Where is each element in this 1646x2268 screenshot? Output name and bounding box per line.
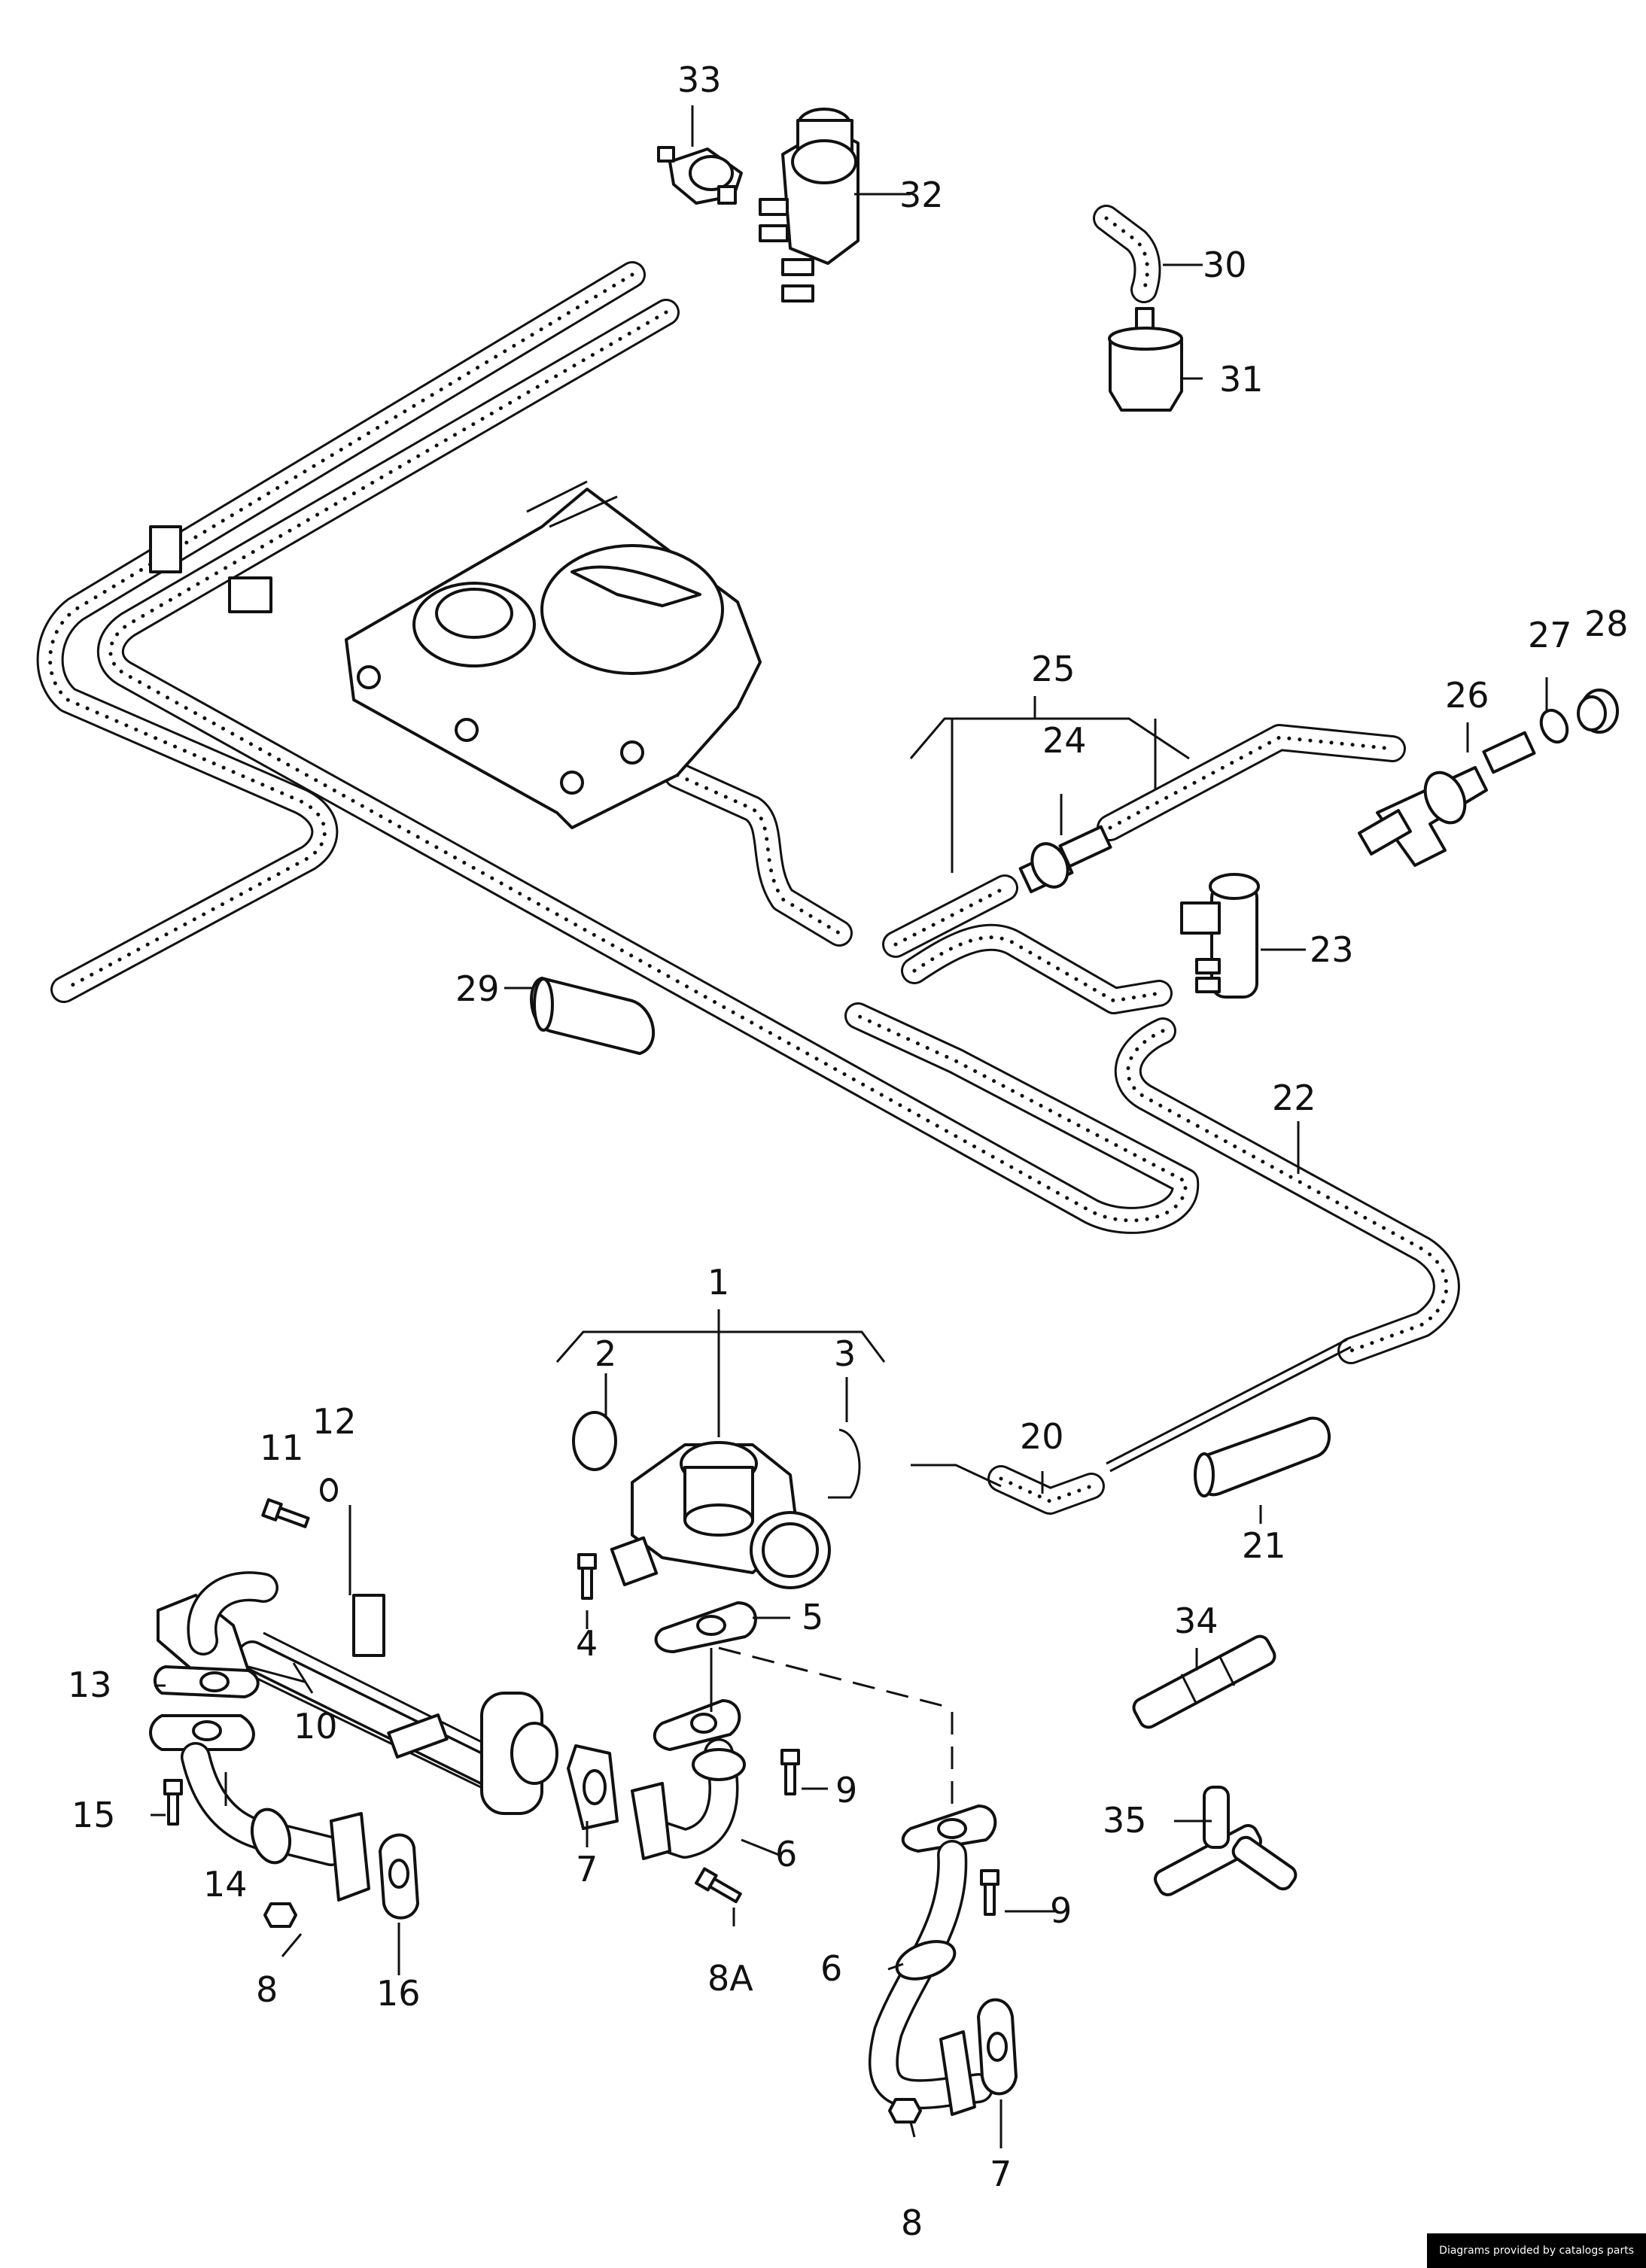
label-12: 12 (312, 1401, 357, 1442)
label-8b: 8 (901, 2203, 923, 2243)
pipe-14 (149, 1714, 370, 1902)
label-35: 35 (1103, 1800, 1147, 1841)
pipe-6 (631, 1699, 746, 1860)
label-9b: 9 (1050, 1890, 1072, 1931)
label-24: 24 (1042, 720, 1087, 761)
non-return-valve-24 (1018, 825, 1112, 894)
label-20: 20 (1020, 1416, 1064, 1457)
label-6b: 6 (820, 1948, 842, 1989)
label-4: 4 (576, 1623, 598, 1664)
label-2: 2 (595, 1333, 616, 1374)
solenoid-valve-32 (759, 108, 860, 303)
gasket-7b (977, 1998, 1018, 2096)
label-29: 29 (455, 968, 500, 1009)
t-connector-35 (1154, 1786, 1298, 1896)
cap-28 (1577, 689, 1619, 734)
label-16: 16 (376, 1973, 421, 2014)
label-7a: 7 (576, 1849, 598, 1889)
bolt-8A (695, 1867, 744, 1907)
label-23: 23 (1310, 929, 1354, 970)
valve-23 (1180, 873, 1260, 999)
gasket-5 (654, 1601, 757, 1653)
callout-labels: 33 32 30 31 25 24 26 27 28 23 29 22 1 2 … (68, 59, 1629, 2243)
nut-8b (888, 2098, 922, 2124)
label-1: 1 (707, 1262, 729, 1303)
clamp-21 (1194, 1416, 1331, 1497)
thin-vacuum-line (1109, 1345, 1352, 1473)
label-26: 26 (1445, 675, 1489, 716)
label-31: 31 (1219, 359, 1264, 400)
bolt-9 (780, 1749, 800, 1795)
label-6a: 6 (775, 1834, 797, 1874)
gasket-16 (379, 1833, 419, 1920)
clip-3 (828, 1428, 861, 1499)
label-22: 22 (1272, 1078, 1316, 1118)
gasket-7 (567, 1744, 619, 1830)
label-15: 15 (71, 1795, 116, 1835)
label-33: 33 (677, 59, 722, 100)
thin-vacuum-line-2 (1106, 1338, 1348, 1465)
connector-34 (1132, 1634, 1276, 1729)
label-27: 27 (1528, 615, 1572, 655)
egr-pipe-6 (868, 1804, 997, 2116)
label-9a: 9 (835, 1770, 857, 1810)
label-3: 3 (834, 1333, 856, 1374)
gasket-13 (154, 1665, 260, 1698)
clip-27 (1539, 708, 1569, 744)
label-28: 28 (1584, 603, 1629, 644)
footer-credit: Diagrams provided by catalogs parts (1427, 2233, 1646, 2268)
label-7b: 7 (990, 2154, 1012, 2194)
label-5: 5 (802, 1597, 823, 1637)
vacuum-reservoir-31 (1108, 307, 1183, 412)
bolt-11 (261, 1498, 312, 1532)
label-34: 34 (1174, 1601, 1219, 1641)
label-8a: 8 (256, 1969, 278, 2010)
egr-valve-1 (610, 1441, 831, 1589)
nut-8 (263, 1902, 297, 1928)
label-10: 10 (294, 1706, 338, 1747)
label-21: 21 (1242, 1525, 1286, 1566)
pressure-switch-33 (657, 146, 743, 205)
label-14: 14 (203, 1864, 248, 1905)
bolt-4 (577, 1553, 597, 1600)
hose-20 (987, 1465, 1105, 1515)
o-ring-2 (572, 1411, 617, 1471)
label-13: 13 (68, 1665, 112, 1705)
vacuum-hose-to-valve (664, 724, 1406, 1014)
label-25: 25 (1031, 649, 1076, 689)
washer-12 (320, 1478, 338, 1502)
hose-clip (149, 525, 272, 613)
cylinder-head-cover (345, 480, 762, 829)
leader-lines (151, 105, 1548, 2148)
label-30: 30 (1203, 245, 1247, 285)
label-8A: 8A (707, 1958, 753, 1999)
egr-cooler-10 (157, 1571, 558, 1815)
vacuum-hose-long (36, 261, 646, 1003)
vacuum-hose-loop (96, 299, 1200, 1234)
label-11: 11 (260, 1427, 304, 1468)
clamp-29 (530, 977, 655, 1055)
hose-30 (1093, 205, 1161, 303)
label-32: 32 (899, 175, 944, 215)
bolt-9b (980, 1869, 999, 1916)
t-piece-26 (1358, 731, 1536, 867)
bolt-15 (163, 1779, 183, 1826)
vacuum-hose-22 (1114, 1017, 1460, 1364)
